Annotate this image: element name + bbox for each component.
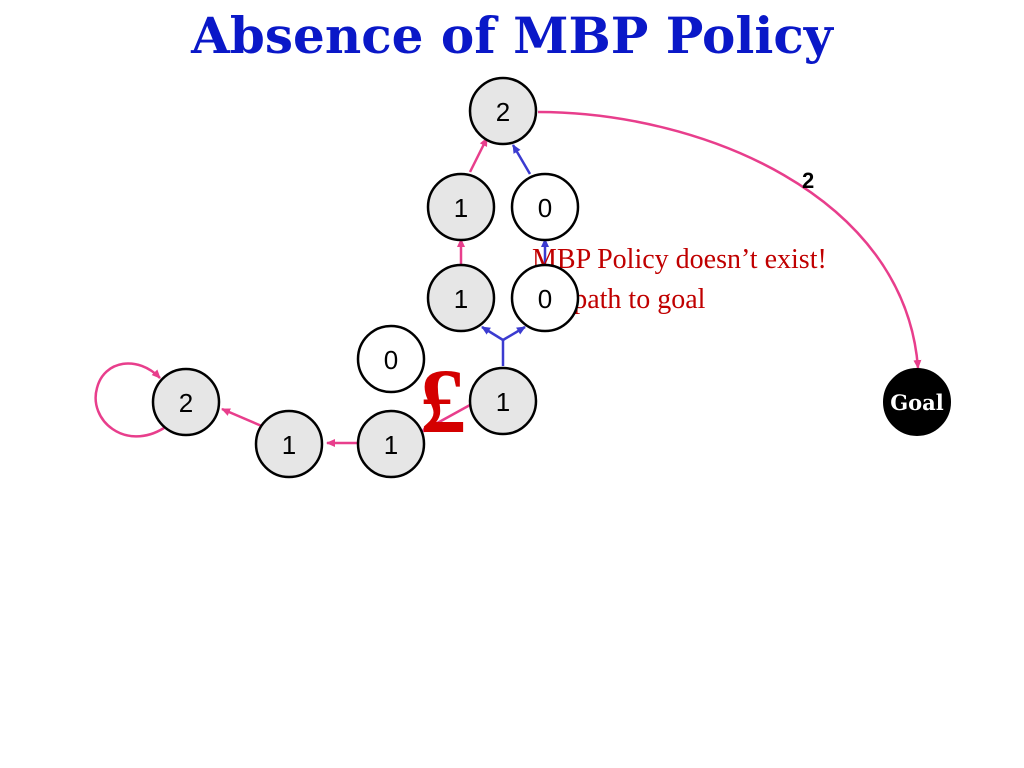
edge-r2a-to-top [468,137,489,173]
node-label: 2 [179,388,193,418]
node-n-top: 2 [468,76,538,146]
edge-mid1-fork [481,325,526,366]
edge-left2-self-loop [94,362,165,438]
edge-top-to-goal [537,110,922,369]
edge-mid1-to-bot1b [420,403,471,434]
node-label: 1 [282,430,296,460]
node-n-bot1a: 1 [254,409,324,479]
node-n-r2b: 0 [510,172,580,242]
node-n-r3b: 0 [510,263,580,333]
edge-bot1a-to-left2 [221,407,265,429]
node-label: 0 [384,345,398,375]
node-label: 2 [496,97,510,127]
goal-label: Goal [890,390,944,415]
pound-symbol: £ [420,350,466,452]
node-label: 0 [538,193,552,223]
node-label: 1 [496,387,510,417]
node-n-left2: 2 [151,367,221,437]
node-n-mid1: 1 [468,366,538,436]
node-n-mid0: 0 [356,324,426,394]
node-label: 1 [454,193,468,223]
edge-r2b-to-top [511,144,532,175]
edge-cost-label: 2 [802,168,814,193]
annotation-line-1: MBP Policy doesn’t exist! [532,244,827,275]
node-label: 1 [384,430,398,460]
node-label: 1 [454,284,468,314]
node-goal: Goal [883,368,951,436]
node-label: 0 [538,284,552,314]
node-n-bot1b: 1 [356,409,426,479]
slide-title: Absence of MBP Policy [191,6,833,65]
edges [94,110,922,447]
node-n-r2a: 1 [426,172,496,242]
node-n-r3a: 1 [426,263,496,333]
